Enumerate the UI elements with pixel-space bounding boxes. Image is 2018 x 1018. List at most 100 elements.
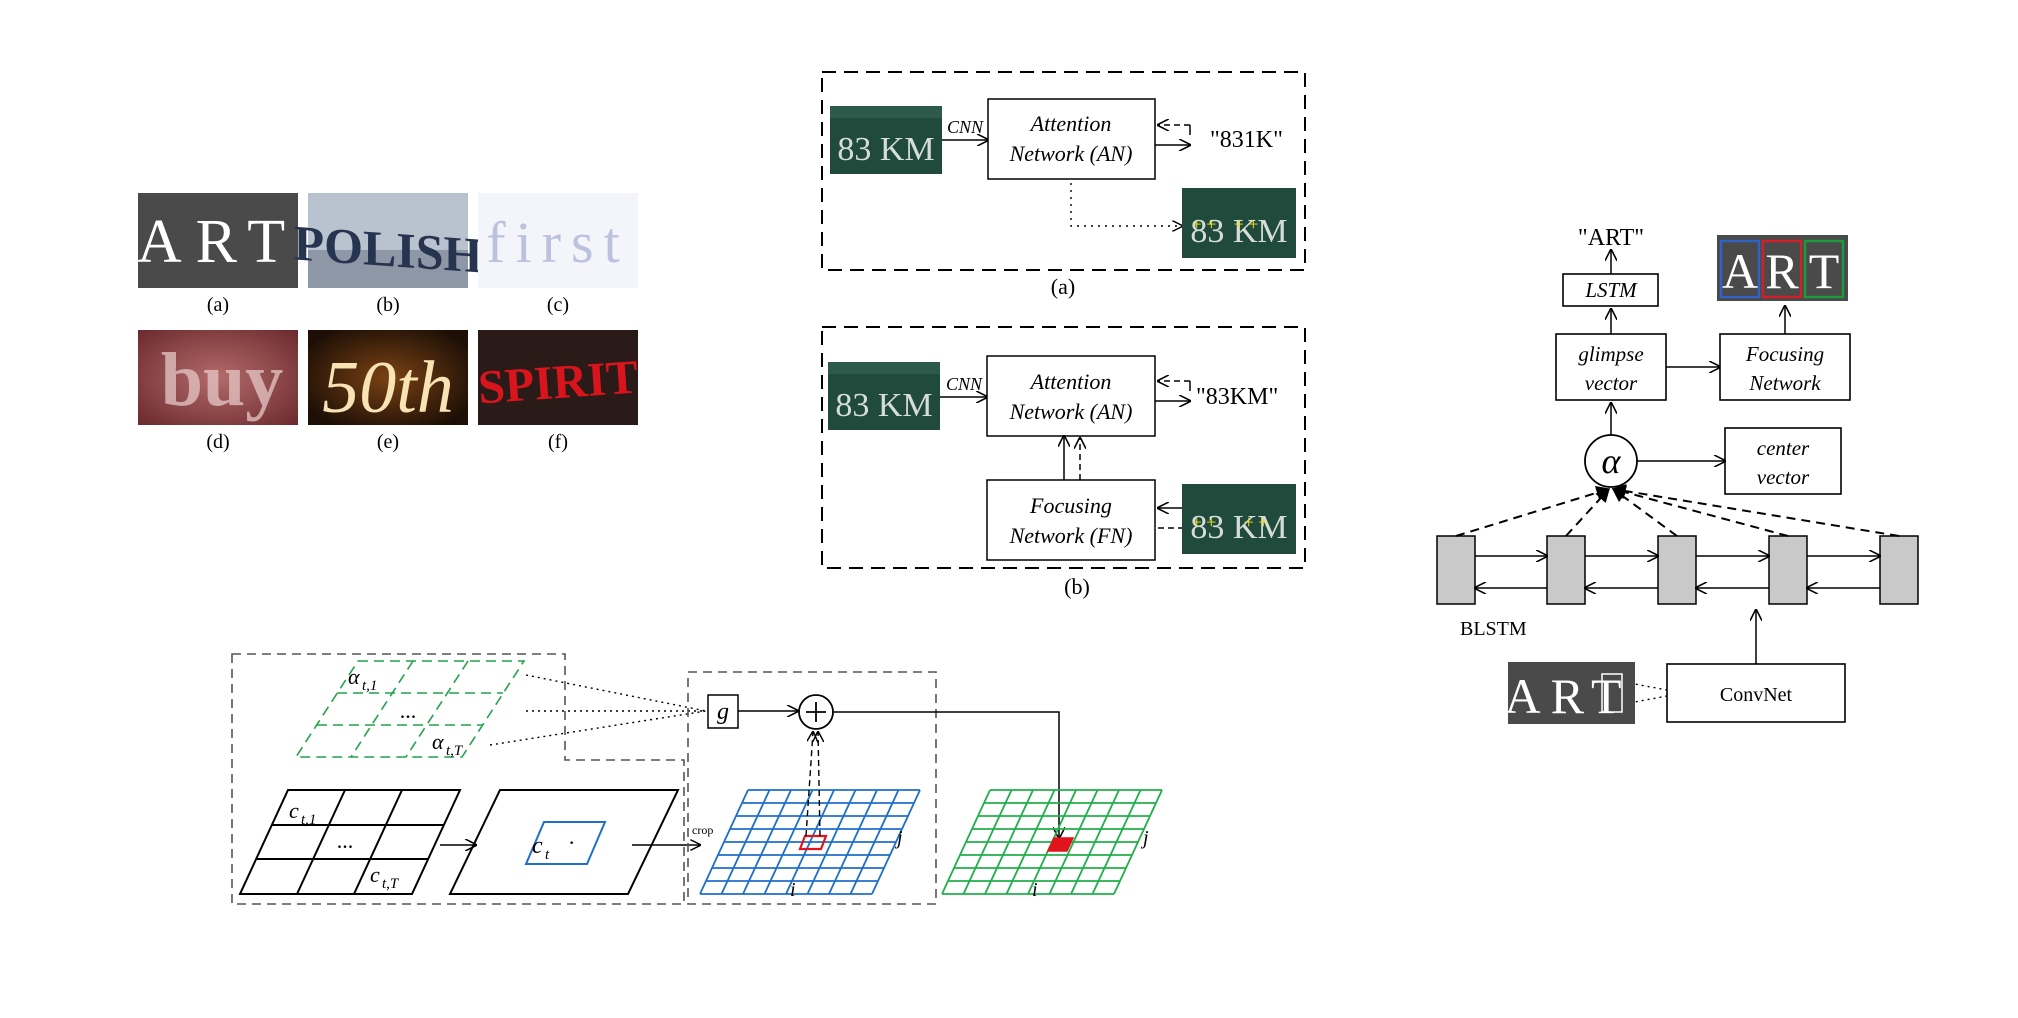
svg-text:i: i <box>1032 879 1038 901</box>
sign-image-a: 83 KM <box>830 106 942 174</box>
svg-text:t,1: t,1 <box>301 812 316 828</box>
svg-text:α: α <box>1602 441 1622 481</box>
svg-text:Attention: Attention <box>1029 369 1112 394</box>
grid-col-line <box>828 789 878 895</box>
art-attended-image: A R T <box>1717 235 1848 301</box>
attention-network-box-b: Attention Network (AN) <box>986 355 1156 437</box>
sample-word-c: first <box>486 210 629 275</box>
grid-col-line <box>1005 789 1056 895</box>
grid-col-line <box>1048 789 1099 895</box>
grid-col-line <box>849 789 900 895</box>
attention-drift-panel-a: 83 KM CNN Attention Network (AN) "831K" … <box>821 71 1306 299</box>
grid-col-line <box>984 789 1034 895</box>
svg-text:ART: ART <box>1505 668 1632 724</box>
blue-grid-red-cell <box>798 834 828 851</box>
focusing-network-box: Focusing Network <box>1719 333 1851 401</box>
output-text-a: "831K" <box>1210 127 1283 153</box>
sample-tile-a: ART (a) <box>137 193 299 316</box>
g-function-box: g <box>707 694 739 729</box>
blstm-label: BLSTM <box>1460 618 1527 640</box>
svg-text:t: t <box>545 847 550 863</box>
svg-text:center: center <box>1757 436 1810 460</box>
sign-image-b-attended: 83 KM + + + + <box>1182 484 1296 554</box>
svg-text:A: A <box>1722 243 1758 299</box>
alpha-node: α <box>1584 434 1638 488</box>
attention-marker-b1: + + <box>1192 512 1217 532</box>
attention-marker-a1: + + <box>1192 214 1217 234</box>
sample-caption-c: (c) <box>547 294 569 316</box>
sample-tile-e: 50th (e) <box>308 330 468 453</box>
arch-output-text: "ART" <box>1578 225 1644 251</box>
blue-grid <box>699 789 921 895</box>
lstm-box: LSTM <box>1562 273 1659 307</box>
alpha-dots: ... <box>400 698 417 723</box>
grid-col-line <box>962 789 1013 895</box>
svg-text:83 KM: 83 KM <box>1190 509 1287 546</box>
grid-col-line <box>1091 789 1142 895</box>
sign-image-a-attended: 83 KM + + + + <box>1182 188 1296 258</box>
svg-text:t,1: t,1 <box>362 678 377 694</box>
focusing-network-box-b: Focusing Network (FN) <box>986 479 1156 561</box>
input-art-image: ART <box>1505 662 1635 724</box>
focusing-mechanism-panel: α t,1 ... α t,T c t,1 ... c t,T c <box>231 653 1163 905</box>
attention-marker-a2: + + <box>1234 214 1259 234</box>
sample-word-f: SPIRIT <box>476 350 639 414</box>
svg-text:Network (AN): Network (AN) <box>1009 141 1133 166</box>
svg-text:t,T: t,T <box>446 743 464 759</box>
cnn-label-a: CNN <box>947 117 984 137</box>
grid-col-line <box>785 789 835 895</box>
sample-caption-a: (a) <box>207 294 229 316</box>
svg-text:c: c <box>532 833 543 859</box>
svg-text:R: R <box>1765 243 1799 299</box>
svg-text:g: g <box>717 699 729 725</box>
green-grid-red-cell <box>1046 837 1075 852</box>
grid-col-line <box>806 789 857 895</box>
caption-drift-b: (b) <box>1064 574 1090 599</box>
caption-drift-a: (a) <box>1051 274 1075 299</box>
grid-col-line <box>699 789 749 895</box>
svg-text:83 KM: 83 KM <box>835 387 932 424</box>
svg-text:Network (AN): Network (AN) <box>1009 399 1133 424</box>
crop-label: crop <box>692 823 713 837</box>
sample-word-e: 50th <box>322 347 454 429</box>
architecture-panel: "ART" LSTM glimpse vector Focusing Netwo… <box>1436 225 1919 724</box>
svg-text:83 KM: 83 KM <box>1190 213 1287 250</box>
grid-col-line <box>1070 789 1120 895</box>
attention-marker-b2: + + <box>1244 512 1269 532</box>
sample-caption-e: (e) <box>377 431 399 453</box>
convnet-box: ConvNet <box>1666 663 1846 723</box>
blstm-cells <box>1436 535 1919 605</box>
grid-col-line <box>742 789 792 895</box>
attention-network-box-a: Attention Network (AN) <box>987 98 1156 180</box>
attention-map <box>294 660 526 758</box>
sample-word-d: buy <box>161 338 284 422</box>
cnn-label-b: CNN <box>946 374 983 394</box>
svg-text:LSTM: LSTM <box>1584 278 1638 302</box>
svg-text:ConvNet: ConvNet <box>1720 684 1793 706</box>
svg-text:t,T: t,T <box>382 876 400 892</box>
sample-tile-c: first (c) <box>478 193 638 316</box>
svg-text:T: T <box>1809 243 1840 299</box>
svg-text:j: j <box>894 827 903 849</box>
svg-text:vector: vector <box>1757 465 1810 489</box>
sample-tile-d: buy (d) <box>138 330 298 453</box>
svg-text:Network: Network <box>1748 371 1821 395</box>
svg-text:vector: vector <box>1585 371 1638 395</box>
context-map: c t · <box>448 789 680 895</box>
sample-word-a: ART <box>137 208 299 276</box>
c-dots: ... <box>337 828 354 853</box>
center-vector-box: center vector <box>1724 427 1842 495</box>
grid-col-line <box>941 789 991 895</box>
output-text-b: "83KM" <box>1196 384 1278 410</box>
sample-images-panel: ART (a) POLISH (b) first (c) buy (d) 50t… <box>137 193 640 453</box>
glimpse-vector-box: glimpse vector <box>1555 333 1667 401</box>
sample-word-b: POLISH <box>294 214 483 283</box>
svg-text:Attention: Attention <box>1029 111 1112 136</box>
grid-col-line <box>1113 789 1163 895</box>
sample-caption-f: (f) <box>548 431 568 453</box>
sample-caption-b: (b) <box>376 294 399 316</box>
svg-text:α: α <box>348 664 360 689</box>
sign-image-b: 83 KM <box>828 362 940 430</box>
grid-col-line <box>720 789 771 895</box>
svg-text:α: α <box>432 729 444 754</box>
